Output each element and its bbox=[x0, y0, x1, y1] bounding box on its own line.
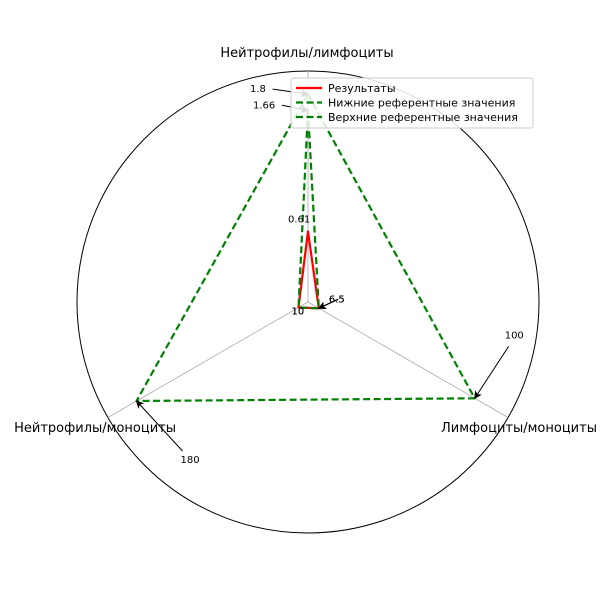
axis-label-2: Нейтрофилы/моноциты bbox=[14, 421, 176, 436]
legend-box bbox=[290, 77, 534, 129]
annotation-label-0: 1.8 bbox=[250, 84, 266, 95]
annotation-label-1: 1.66 bbox=[253, 100, 275, 111]
annotation-arrow-5 bbox=[474, 345, 510, 400]
annotation-arrow-4 bbox=[317, 298, 339, 309]
series-layer bbox=[135, 92, 476, 403]
legend-label-1: Нижние референтные значения bbox=[328, 97, 515, 110]
legend-label-0: Результаты bbox=[328, 82, 396, 95]
series-line-2 bbox=[135, 92, 476, 403]
annotation-label-8: 180 bbox=[181, 455, 200, 466]
annotation-label-2: 0.61 bbox=[288, 215, 310, 226]
annotation-label-5: 100 bbox=[505, 330, 524, 341]
series-line-1 bbox=[297, 109, 320, 310]
axis-label-1: Лимфоциты/моноциты bbox=[441, 421, 597, 436]
annotation-arrow-8 bbox=[135, 400, 183, 452]
annotation-label-6: 10 bbox=[291, 307, 304, 318]
legend-label-2: Верхние референтные значения bbox=[328, 111, 518, 124]
series-line-0 bbox=[297, 230, 320, 310]
grid-spoke-2 bbox=[107, 301, 309, 418]
annotation-label-7: 10 bbox=[291, 307, 304, 318]
axis-label-0: Нейтрофилы/лимфоциты bbox=[220, 46, 393, 61]
annotation-label-4: 6.5 bbox=[329, 294, 345, 305]
